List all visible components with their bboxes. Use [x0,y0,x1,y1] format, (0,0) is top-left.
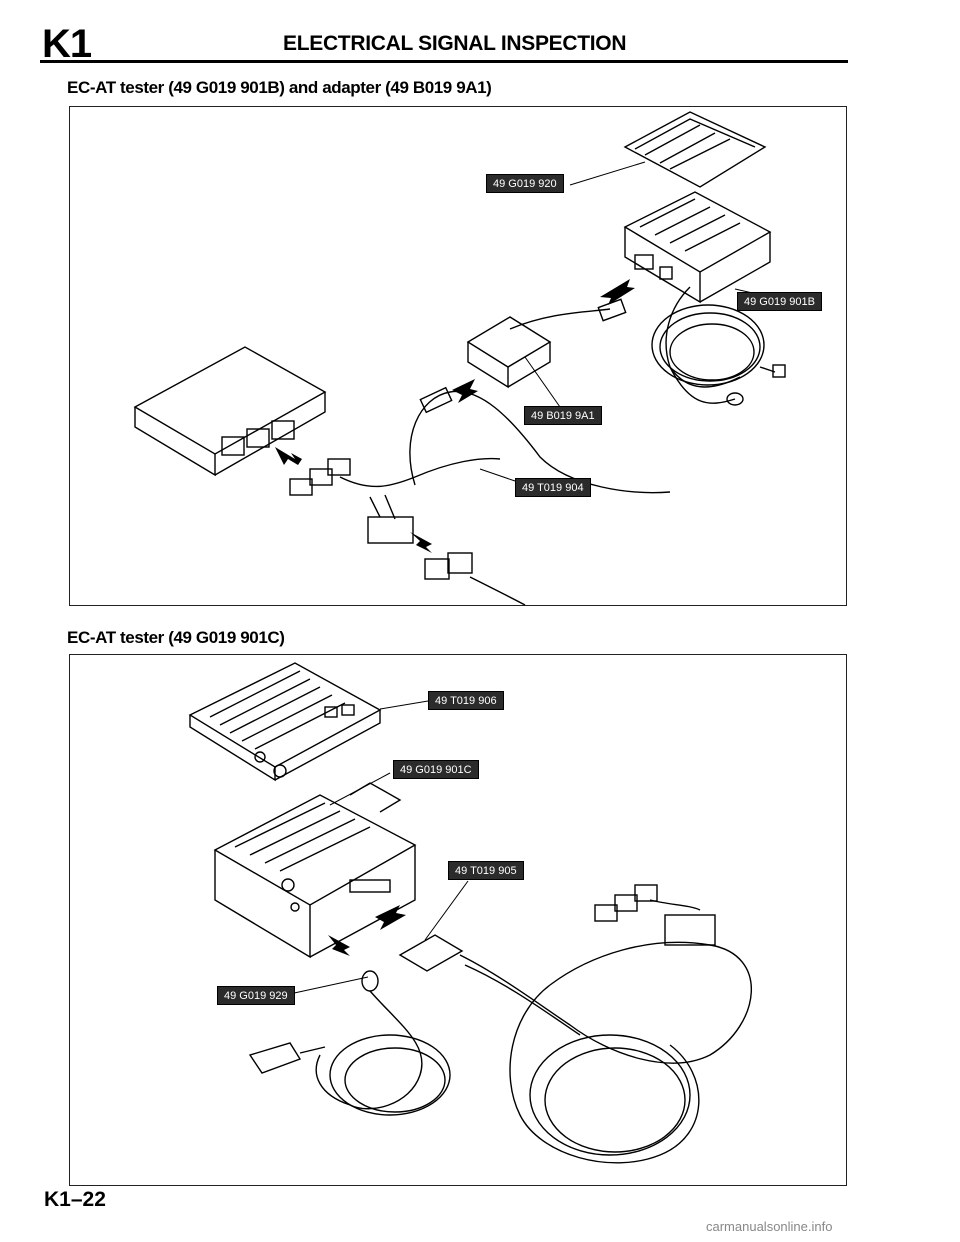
tester-cover-drawing [188,662,382,782]
part-label-6: 49 G019 901C [393,760,479,779]
page-number: K1–22 [44,1188,106,1211]
connection-arrows [275,279,635,553]
figure1-frame [69,106,847,606]
figure2-illustration [188,662,752,1164]
harness-connector-drawing [594,884,716,946]
control-unit-drawing [133,346,327,477]
header-rule [40,60,848,63]
cable-coil-drawing [651,286,786,406]
wiring-harness-drawing [289,386,671,606]
tester-drawing [623,111,772,304]
tester-drawing [213,782,417,959]
part-label-1: 49 G019 920 [486,174,564,193]
section-tag: K1 [42,22,92,66]
watermark: carmanualsonline.info [706,1219,833,1234]
part-label-5: 49 T019 906 [428,691,504,710]
cable-drawing [398,934,752,1164]
part-label-7: 49 T019 905 [448,861,524,880]
page-title: ELECTRICAL SIGNAL INSPECTION [283,32,627,55]
power-cable-drawing [248,970,451,1116]
figure1-caption: EC-AT tester (49 G019 901B) and adapter … [67,78,492,97]
figure1-illustration [133,111,786,606]
part-label-2: 49 G019 901B [737,292,822,311]
figure2-frame [69,654,847,1186]
leader-lines [284,700,469,996]
part-label-4: 49 T019 904 [515,478,591,497]
part-label-3: 49 B019 9A1 [524,406,602,425]
part-label-8: 49 G019 929 [217,986,295,1005]
connection-arrows [328,905,406,956]
figure2-caption: EC-AT tester (49 G019 901C) [67,628,285,647]
adapter-drawing [466,298,627,389]
